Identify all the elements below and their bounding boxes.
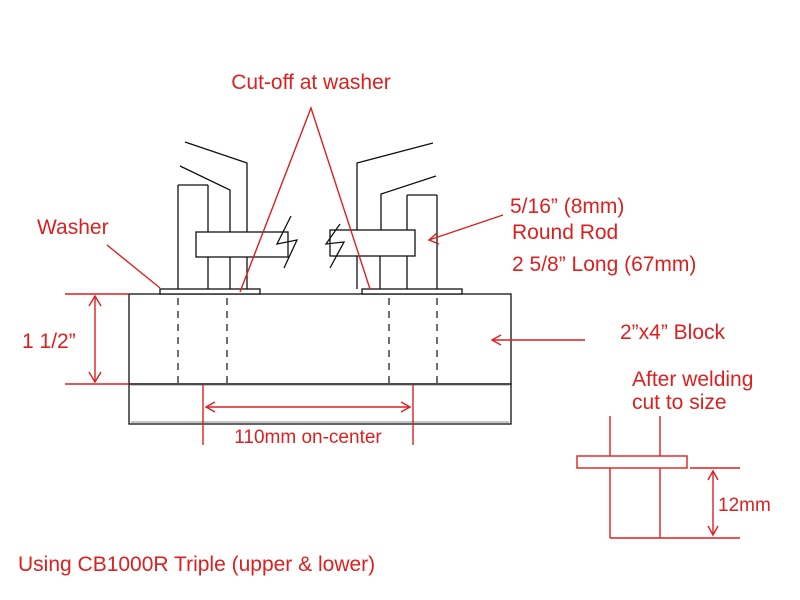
washer-left <box>159 288 261 295</box>
height-dimension <box>65 293 129 385</box>
detail-height-label: 12mm <box>718 495 771 516</box>
detail-dimension <box>707 469 719 537</box>
cutoff-leader <box>239 105 371 293</box>
spacing-label: 110mm on-center <box>234 427 382 448</box>
rod-arrow <box>427 214 504 245</box>
wood-block <box>128 293 512 425</box>
washer-leader <box>106 244 161 289</box>
block-label: 2”x4” Block <box>620 321 726 344</box>
after-welding-label: After welding <box>632 368 753 391</box>
rod-type-label: Round Rod <box>512 221 618 244</box>
right-rod-assembly <box>329 142 438 289</box>
hidden-bore-lines <box>177 298 438 384</box>
cut-to-size-label: cut to size <box>632 391 727 414</box>
detail-part <box>576 416 740 539</box>
rod-length-label: 2 5/8” Long (67mm) <box>512 253 696 276</box>
height-label: 1 1/2” <box>22 330 76 353</box>
break-marks <box>275 215 346 269</box>
washer-right <box>361 288 463 295</box>
washer-label: Washer <box>37 216 109 239</box>
rod-size-label: 5/16” (8mm) <box>510 195 624 218</box>
footer-caption: Using CB1000R Triple (upper & lower) <box>18 553 375 576</box>
spacing-dimension <box>202 385 414 445</box>
block-arrow <box>490 334 585 346</box>
left-rod-assembly <box>177 141 289 289</box>
cutoff-label: Cut-off at washer <box>231 71 391 94</box>
